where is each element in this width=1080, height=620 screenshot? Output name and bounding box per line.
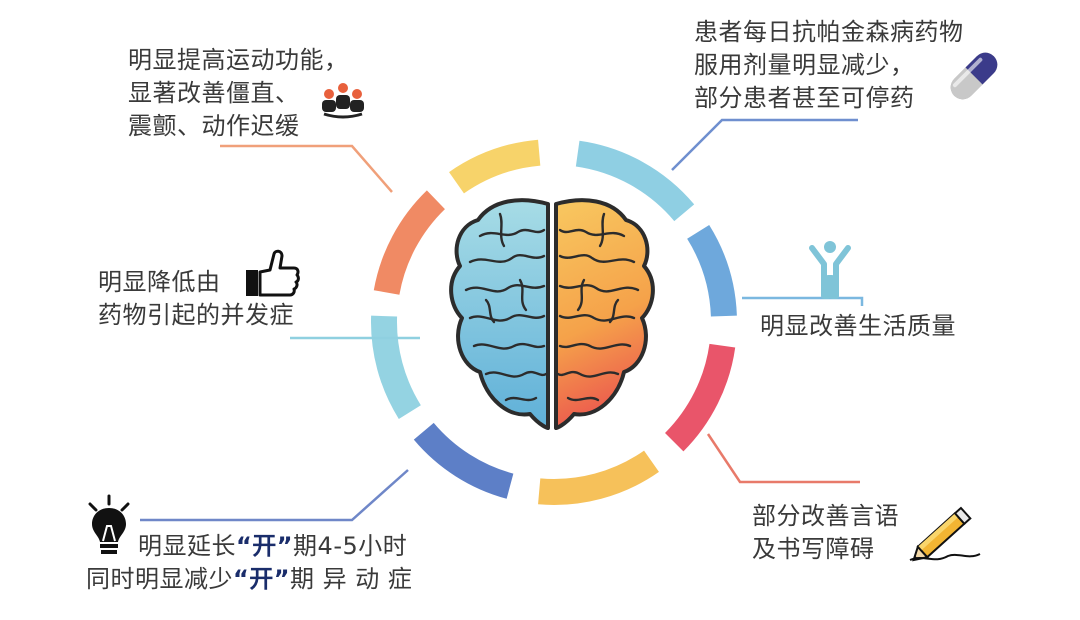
complications-line-1: 明显降低由: [98, 268, 221, 296]
medication-line-2: 服用剂量明显减少，: [694, 51, 915, 79]
ring-segment-top-left: [449, 139, 541, 194]
connector-motor: [220, 144, 393, 193]
ring-segment-bottom-left: [413, 422, 514, 499]
ring-segment-left-upper: [373, 190, 446, 296]
on-period-benefit-text: 明显延长“开”期4-5小时: [138, 530, 407, 563]
quality-line-1: 明显改善生活质量: [760, 312, 956, 340]
motor-line-3: 震颤、动作迟缓: [128, 112, 300, 140]
on-period-benefit-text-2: 同时明显减少“开”期 异 动 症: [86, 563, 412, 596]
quality-benefit-text: 明显改善生活质量: [760, 310, 956, 343]
brain-icon: [449, 198, 655, 430]
on-period-line-2-kai: “开”: [233, 565, 291, 593]
pencil-writing-icon: [909, 506, 981, 562]
ring-segment-top-right: [575, 140, 695, 222]
color-ring: [371, 139, 737, 505]
people-group-icon: [322, 83, 364, 119]
person-raised-arms-icon: [809, 241, 851, 299]
complications-line-2: 药物引起的并发症: [98, 301, 294, 329]
connector-quality: [742, 296, 864, 306]
medication-benefit-text: 患者每日抗帕金森病药物 服用剂量明显减少， 部分患者甚至可停药: [694, 16, 964, 115]
on-period-line-2: 同时明显减少“开”期 异 动 症: [86, 563, 412, 596]
light-bulb-icon: [88, 494, 130, 554]
thumbs-up-icon: [246, 249, 300, 297]
ring-segment-left-lower: [371, 315, 422, 419]
motor-line-1: 明显提高运动功能，: [128, 46, 349, 74]
on-period-line-2-pre: 同时明显减少: [86, 565, 233, 593]
speech-line-1: 部分改善言语: [752, 502, 899, 530]
ring-segment-bottom-right: [538, 450, 659, 505]
medication-line-1: 患者每日抗帕金森病药物: [694, 18, 964, 46]
on-period-line-1-kai: “开”: [236, 532, 294, 560]
connector-medication: [671, 118, 858, 171]
speech-benefit-text: 部分改善言语 及书写障碍: [752, 500, 899, 566]
ring-segment-right-upper: [686, 225, 737, 317]
connector-on-period: [140, 469, 409, 522]
ring-segment-right-lower: [664, 343, 736, 452]
complications-benefit-text: 明显降低由 药物引起的并发症: [98, 266, 294, 332]
on-period-line-1-pre: 明显延长: [138, 532, 236, 560]
motor-benefit-text: 明显提高运动功能， 显著改善僵直、 震颤、动作迟缓: [128, 44, 378, 143]
pill-capsule-icon: [950, 52, 998, 100]
on-period-line-1: 明显延长“开”期4-5小时: [138, 530, 407, 563]
on-period-line-2-post: 期 异 动 症: [290, 565, 413, 593]
on-period-line-1-post: 期4-5小时: [293, 532, 408, 560]
speech-line-2: 及书写障碍: [752, 535, 875, 563]
motor-line-2: 显著改善僵直、: [128, 79, 300, 107]
connector-speech: [706, 433, 860, 484]
medication-line-3: 部分患者甚至可停药: [694, 84, 915, 112]
